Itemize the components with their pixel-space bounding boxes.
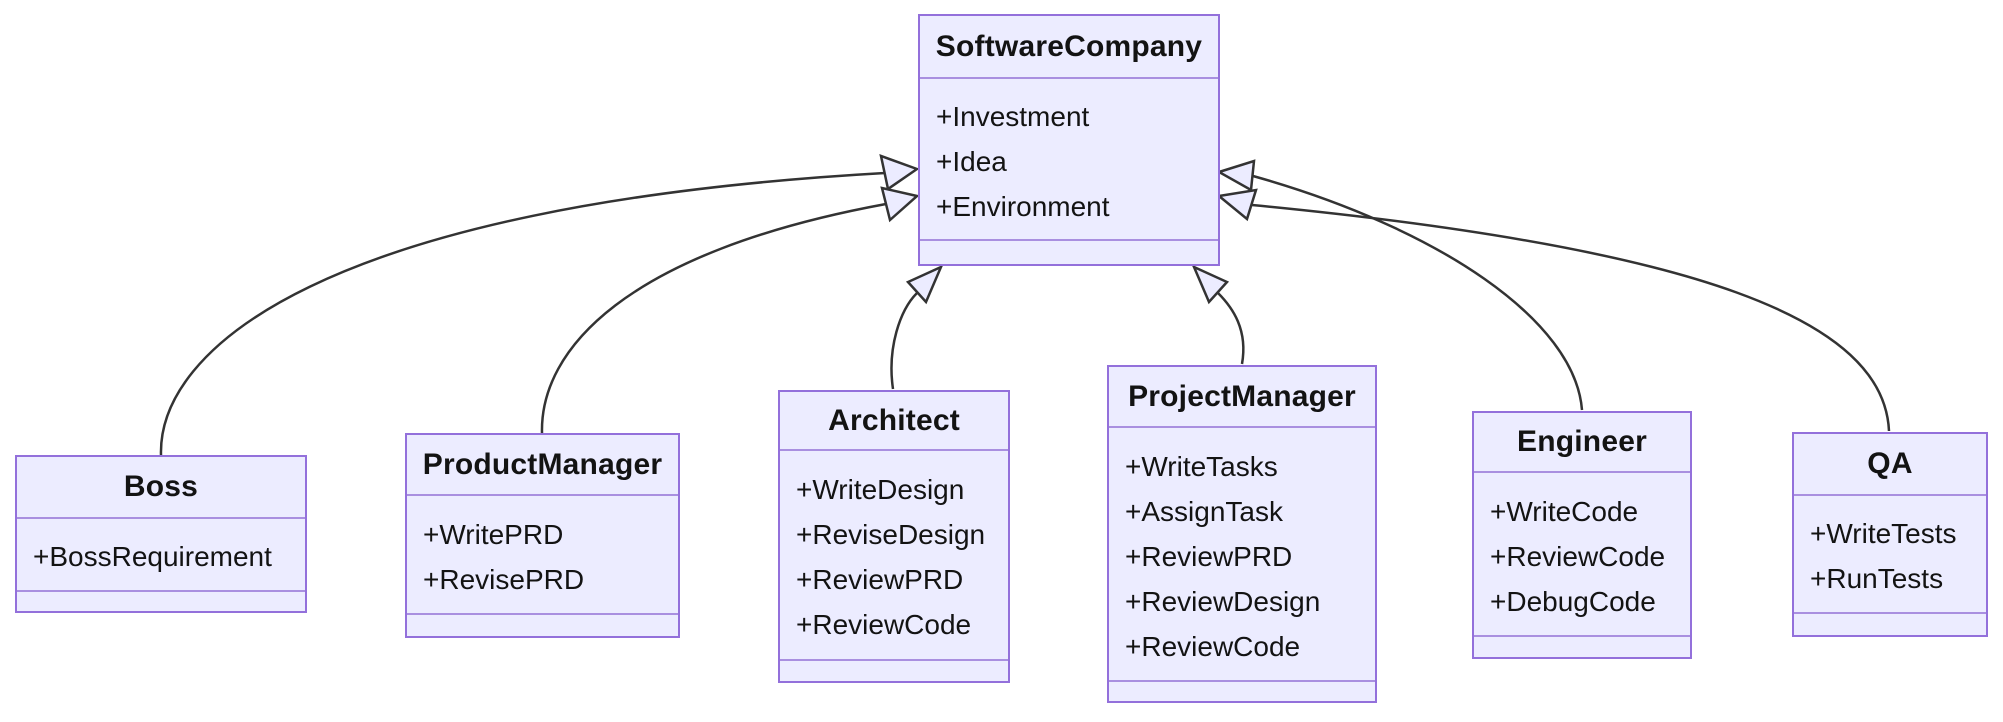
class-attribute: +RunTests [1810, 563, 1944, 594]
class-box-qa: QA +WriteTests +RunTests [1792, 432, 1988, 637]
edge-productmanager-to-softwarecompany [540, 202, 887, 434]
class-box-projectmanager: ProjectManager +WriteTasks +AssignTask +… [1107, 365, 1377, 703]
class-methods-section [407, 615, 678, 636]
class-attribute: +ReviewCode [1125, 630, 1301, 662]
class-box-softwarecompany: SoftwareCompany +Investment +Idea +Envir… [918, 14, 1220, 266]
class-title: ProjectManager [1128, 379, 1356, 413]
class-attribute: +ReviseDesign [796, 519, 986, 550]
edge-boss-to-softwarecompany [159, 171, 886, 456]
class-methods-section [1794, 614, 1986, 635]
class-attribute: +WritePRD [423, 518, 564, 550]
class-attribute: +ReviewPRD [796, 564, 964, 595]
class-attribute: +BossRequirement [33, 541, 272, 572]
class-attributes-section: +WriteCode +ReviewCode +DebugCode [1474, 471, 1690, 637]
class-methods-section [1474, 637, 1690, 657]
edge-projectmanager-to-softwarecompany [1217, 292, 1245, 365]
class-title: ProductManager [422, 447, 663, 481]
class-methods-section [780, 661, 1008, 681]
class-attributes-section: +BossRequirement [17, 517, 305, 592]
inheritance-arrowhead-architect [905, 264, 944, 305]
class-attribute: +RevisePRD [423, 563, 585, 595]
class-attribute: +DebugCode [1490, 585, 1656, 617]
class-box-productmanager: ProductManager +WritePRD +RevisePRD [405, 433, 680, 638]
class-attributes-section: +WritePRD +RevisePRD [407, 494, 678, 615]
class-title: SoftwareCompany [935, 29, 1203, 63]
inheritance-arrowhead-qa [1216, 188, 1258, 222]
class-attribute: +WriteDesign [796, 474, 965, 505]
class-box-engineer: Engineer +WriteCode +ReviewCode +DebugCo… [1472, 411, 1692, 659]
class-attributes-section: +WriteTests +RunTests [1794, 494, 1986, 614]
class-title: Engineer [1517, 425, 1647, 458]
class-attribute: +ReviewDesign [1125, 585, 1321, 617]
class-attribute: +ReviewCode [1490, 540, 1666, 572]
edge-architect-to-softwarecompany [890, 292, 918, 390]
class-attribute: +WriteCode [1490, 495, 1639, 527]
class-attributes-section: +WriteDesign +ReviseDesign +ReviewPRD +R… [780, 449, 1008, 661]
class-attribute: +ReviewPRD [1125, 540, 1293, 572]
class-methods-section [1109, 682, 1375, 701]
class-attribute: +Environment [936, 190, 1110, 222]
inheritance-arrowhead-boss [879, 154, 920, 192]
class-attribute: +Investment [936, 100, 1090, 132]
class-title: Architect [828, 403, 960, 437]
class-title: Boss [123, 470, 199, 503]
class-attribute: +WriteTasks [1125, 450, 1278, 482]
class-box-architect: Architect +WriteDesign +ReviseDesign +Re… [778, 390, 1010, 683]
class-attributes-section: +WriteTasks +AssignTask +ReviewPRD +Revi… [1109, 426, 1375, 682]
class-attributes-section: +Investment +Idea +Environment [920, 77, 1218, 241]
inheritance-arrowhead-engineer [1215, 159, 1256, 193]
class-attribute: +AssignTask [1125, 495, 1283, 527]
class-title: QA [1867, 447, 1913, 480]
class-attribute: +Idea [936, 145, 1007, 177]
class-attribute: +ReviewCode [796, 609, 972, 640]
class-methods-section [920, 241, 1218, 264]
edge-engineer-to-softwarecompany [1252, 174, 1584, 411]
edge-qa-to-softwarecompany [1251, 203, 1891, 432]
inheritance-arrowhead-productmanager [880, 186, 920, 223]
inheritance-arrowhead-projectmanager [1191, 264, 1230, 305]
class-box-boss: Boss +BossRequirement [15, 455, 307, 613]
class-attribute: +WriteTests [1810, 518, 1957, 549]
class-methods-section [17, 592, 305, 611]
